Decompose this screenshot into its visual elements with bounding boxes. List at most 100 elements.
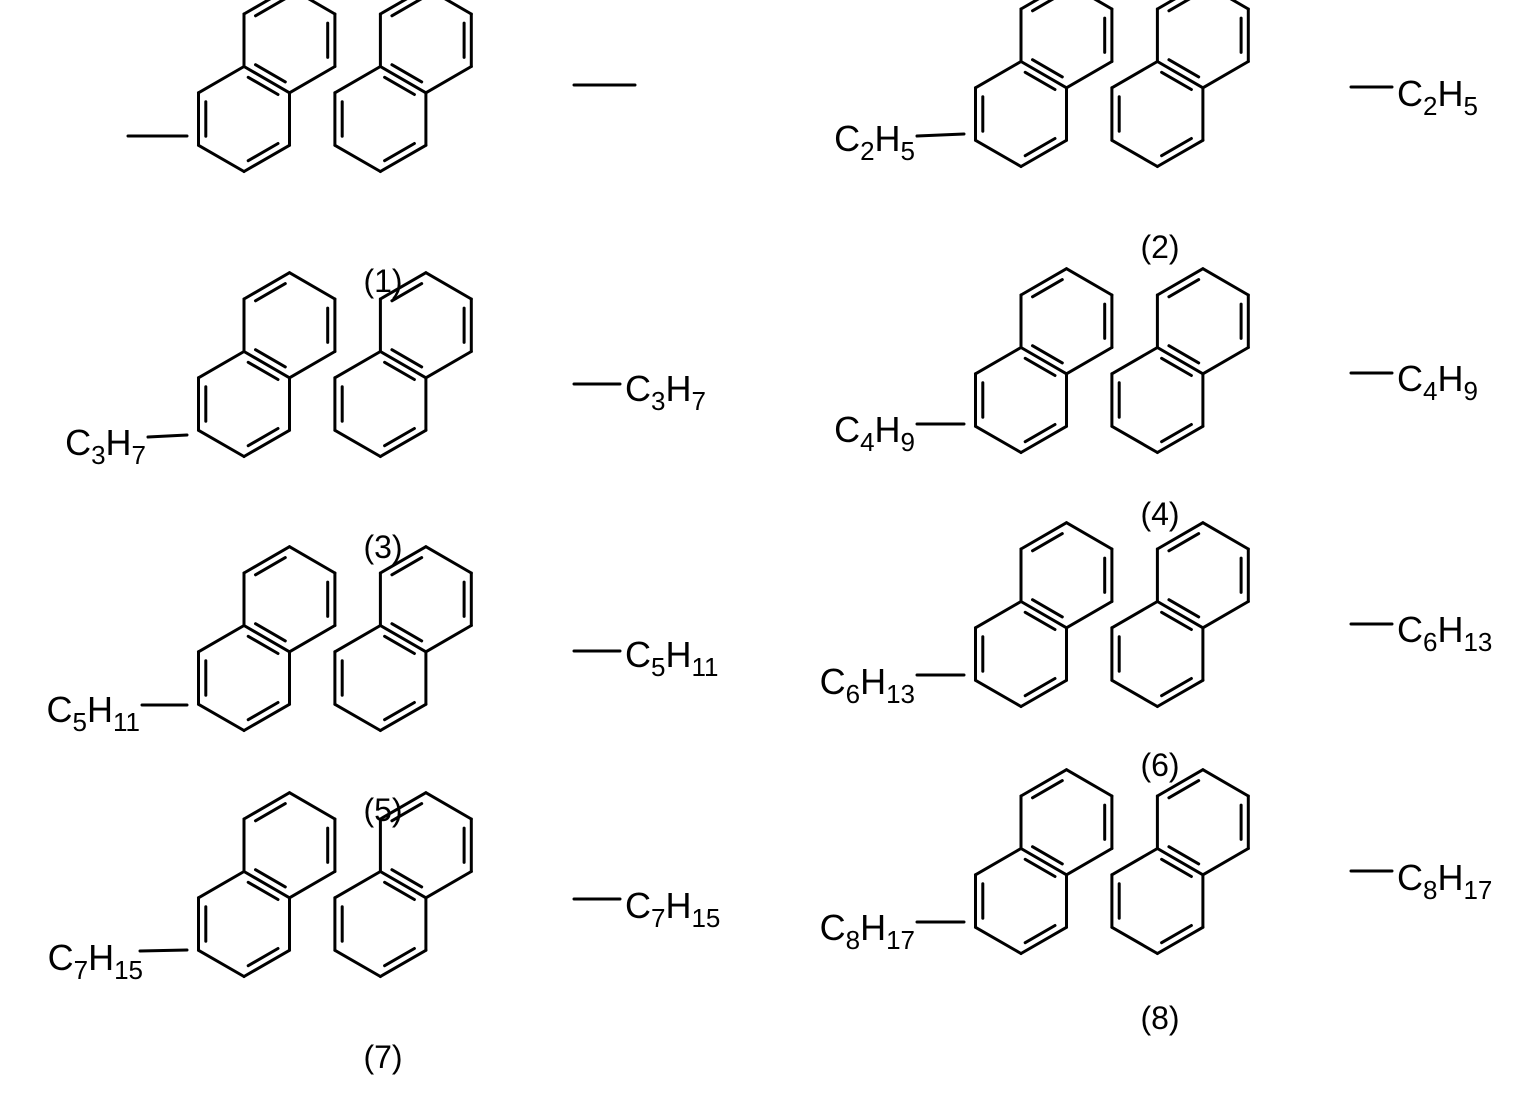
alkyl-label-left: C2H5 (834, 118, 915, 166)
double-bond (1169, 534, 1199, 551)
double-bond (1025, 425, 1055, 442)
carbon-symbol: C (1397, 609, 1423, 650)
alkyl-formula: C4H9 (834, 409, 915, 457)
ring-bond (199, 145, 245, 171)
hydrogen-count: 5 (1463, 91, 1477, 121)
double-bond (385, 703, 415, 720)
carbon-count: 4 (1423, 376, 1437, 406)
alkyl-formula: C7H15 (625, 885, 720, 933)
alkyl-label-right: C2H5 (1397, 73, 1478, 121)
double-bond (1162, 139, 1192, 156)
double-bond (1033, 847, 1063, 864)
hydrogen-symbol: H (87, 689, 113, 730)
double-bond (385, 144, 415, 161)
hydrogen-symbol: H (1437, 73, 1463, 114)
ring-bond (976, 140, 1022, 166)
ring-bond (1067, 62, 1112, 88)
ring-bond (335, 872, 381, 898)
double-bond (1162, 926, 1192, 943)
hydrogen-count: 9 (1463, 376, 1477, 406)
double-bond (1162, 679, 1192, 696)
compound-1: (1) (128, 0, 635, 299)
chrysene-skeleton (976, 269, 1249, 453)
carbon-symbol: C (47, 689, 73, 730)
double-bond (1162, 72, 1192, 89)
carbon-symbol: C (834, 118, 860, 159)
double-bond (385, 362, 415, 379)
hydrogen-count: 11 (113, 707, 140, 737)
ring-bond (426, 872, 471, 898)
double-bond (256, 624, 286, 641)
carbon-count: 3 (91, 440, 105, 470)
ring-bond (1203, 0, 1248, 9)
carbon-count: 8 (1423, 875, 1437, 905)
ring-bond (1112, 602, 1158, 628)
double-bond (1033, 600, 1063, 617)
ring-bond (290, 0, 335, 14)
double-bond (1169, 847, 1199, 864)
chrysene-skeleton (199, 793, 472, 977)
compound-8: C8H17 C8H17 (8) (820, 770, 1493, 1036)
ring-bond (426, 273, 471, 299)
double-bond (392, 350, 422, 367)
double-bond (248, 77, 278, 94)
carbon-count: 2 (1423, 91, 1437, 121)
carbon-symbol: C (1397, 73, 1423, 114)
compound-label: (6) (1140, 747, 1179, 783)
alkyl-label-right: C4H9 (1397, 358, 1478, 406)
double-bond (1162, 859, 1192, 876)
carbon-symbol: C (625, 885, 651, 926)
alkyl-label-right: C5H11 (625, 634, 718, 682)
compound-label: (2) (1140, 229, 1179, 265)
ring-bond (1067, 849, 1112, 875)
ring-bond (199, 704, 245, 730)
carbon-symbol: C (1397, 857, 1423, 898)
ring-bond (1112, 348, 1158, 374)
hydrogen-count: 7 (691, 386, 705, 416)
ring-bond (426, 626, 471, 652)
double-bond (1162, 425, 1192, 442)
ring-bond (199, 352, 245, 378)
ring-bond (1112, 927, 1158, 953)
compound-label: (8) (1140, 1000, 1179, 1036)
compound-label: (3) (363, 529, 402, 565)
ring-bond (1067, 523, 1112, 549)
ring-bond (976, 348, 1022, 374)
ring-bond (426, 352, 471, 378)
ring-bond (976, 927, 1022, 953)
substituent-bond-left (917, 134, 964, 136)
ring-bond (244, 0, 290, 14)
alkyl-label-right: C7H15 (625, 885, 720, 933)
ring-bond (1067, 348, 1112, 374)
compound-label: (4) (1140, 496, 1179, 532)
double-bond (1169, 0, 1199, 11)
hydrogen-count: 13 (886, 679, 915, 709)
hydrogen-count: 11 (691, 652, 718, 682)
double-bond (1169, 781, 1199, 798)
ring-bond (290, 872, 335, 898)
carbon-symbol: C (625, 368, 651, 409)
double-bond (248, 429, 278, 446)
double-bond (248, 882, 278, 899)
ring-bond (1203, 348, 1248, 374)
ring-bond (199, 950, 245, 976)
hydrogen-symbol: H (1437, 358, 1463, 399)
double-bond (1025, 72, 1055, 89)
double-bond (256, 804, 286, 821)
ring-bond (976, 426, 1022, 452)
carbon-symbol: C (820, 907, 846, 948)
carbon-count: 7 (651, 903, 665, 933)
double-bond (1033, 0, 1063, 11)
ring-bond (335, 704, 381, 730)
carbon-count: 2 (860, 136, 874, 166)
compound-6: C6H13 C6H13 (6) (820, 523, 1493, 783)
hydrogen-symbol: H (875, 409, 901, 450)
compound-3: C3H7 C3H7 (3) (65, 273, 706, 565)
alkyl-formula: C3H7 (65, 422, 146, 470)
double-bond (248, 949, 278, 966)
hydrogen-count: 7 (132, 440, 146, 470)
ring-bond (1203, 62, 1248, 88)
ring-bond (976, 680, 1022, 706)
hydrogen-count: 15 (114, 955, 143, 985)
